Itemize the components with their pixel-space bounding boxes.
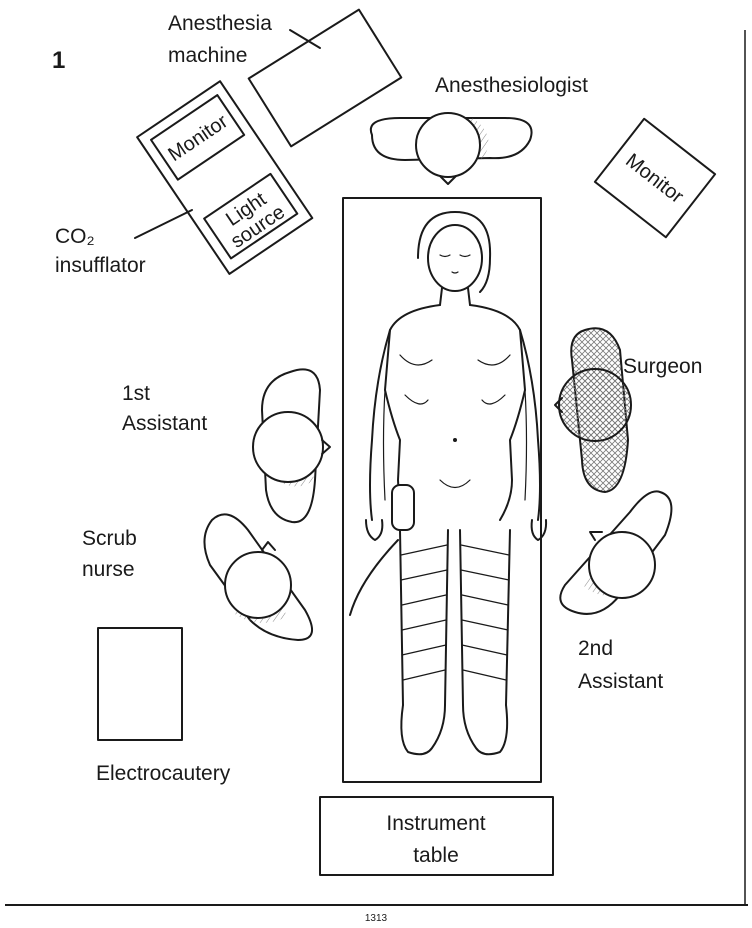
first-assistant-label-line2: Assistant [122, 412, 207, 435]
electrocautery-label: Electrocautery [96, 762, 231, 785]
anesthesia-machine-label-line1: Anesthesia [168, 12, 272, 35]
figure-number: 1 [52, 47, 65, 74]
instrument-table-label-line2: table [413, 844, 459, 867]
second-assistant-figure [560, 491, 671, 614]
first-assistant-figure [253, 369, 330, 522]
second-assistant-label-line2: Assistant [578, 670, 663, 693]
monitor-right: Monitor [595, 119, 715, 237]
electrocautery-unit [98, 628, 182, 740]
anesthesiologist-figure [371, 113, 532, 184]
scrub-nurse-label-line2: nurse [82, 558, 135, 581]
anesthesiologist-label: Anesthesiologist [435, 74, 588, 97]
page-number: 1313 [365, 913, 388, 923]
first-assistant-label-line1: 1st [122, 382, 150, 405]
surgeon-figure [555, 328, 631, 492]
co2-leader [135, 210, 192, 238]
anesthesia-machine-label-line2: machine [168, 44, 247, 67]
patient-figure [350, 212, 546, 754]
co2-label-line2: insufflator [55, 254, 146, 277]
scrub-nurse-figure [204, 514, 312, 640]
instrument-table-label-line1: Instrument [386, 812, 485, 835]
second-assistant-label-line1: 2nd [578, 637, 613, 660]
surgeon-label: Surgeon [623, 355, 702, 378]
co2-label-line1: CO₂ [55, 225, 95, 248]
scrub-nurse-label-line1: Scrub [82, 527, 137, 550]
